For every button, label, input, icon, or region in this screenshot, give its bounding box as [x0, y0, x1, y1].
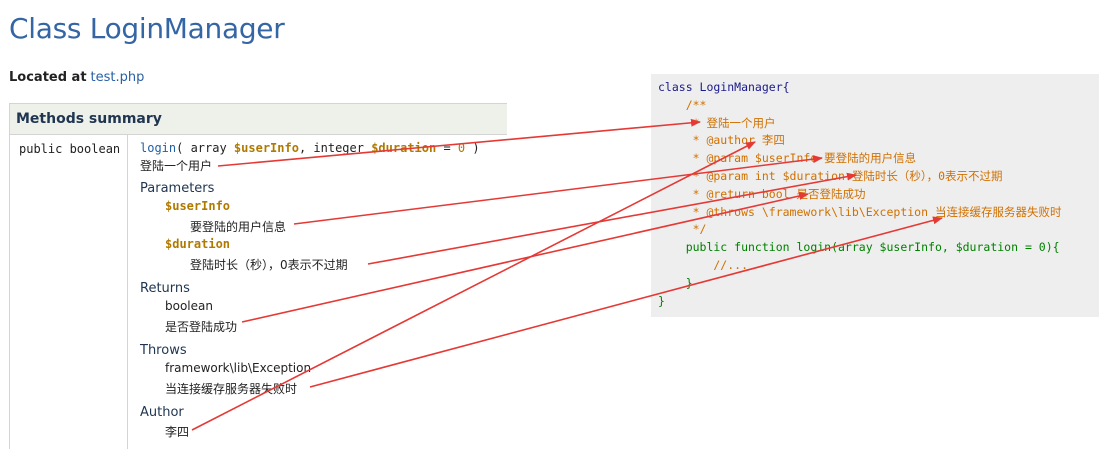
- methods-summary-table: Methods summary public boolean login( ar…: [9, 103, 507, 449]
- param-desc: 登陆时长（秒），0表示不过期: [190, 258, 348, 272]
- method-signature: login( array $userInfo, integer $duratio…: [140, 141, 507, 159]
- methods-summary-header: Methods summary: [10, 103, 507, 135]
- param-name: $userInfo: [165, 199, 231, 213]
- code-line: * @throws \framework\lib\Exception 当连接缓存…: [658, 204, 1062, 219]
- code-line: }: [658, 293, 665, 308]
- throws-type: framework\lib\Exception: [165, 361, 312, 375]
- sig-part: , integer: [298, 141, 372, 155]
- code-line: }: [658, 275, 693, 290]
- code-line: * @param $userInfo 要登陆的用户信息: [658, 151, 917, 166]
- throws-desc: 当连接缓存服务器失败时: [165, 382, 298, 396]
- method-description: 登陆一个用户: [140, 159, 213, 173]
- method-modifier: public boolean: [10, 134, 128, 449]
- code-line: * 登陆一个用户: [658, 115, 776, 130]
- code-line: class LoginManager{: [658, 80, 790, 94]
- code-line: */: [658, 222, 707, 237]
- sig-part: ): [465, 141, 480, 155]
- code-line: /**: [658, 97, 707, 112]
- code-line: public function login(array $userInfo, $…: [658, 240, 1060, 255]
- code-line: * @author 李四: [658, 133, 785, 148]
- returns-type: boolean: [165, 299, 213, 313]
- returns-desc: 是否登陆成功: [165, 320, 238, 334]
- code-line: //...: [658, 257, 749, 272]
- method-name-link[interactable]: login: [140, 141, 177, 155]
- param-name: $duration: [165, 237, 231, 251]
- author-name: 李四: [165, 425, 190, 439]
- method-details: login( array $userInfo, integer $duratio…: [140, 141, 507, 442]
- author-label: Author: [140, 405, 184, 420]
- source-file-link[interactable]: test.php: [90, 70, 145, 85]
- code-line: * @param int $duration 登陆时长（秒），0表示不过期: [658, 168, 1003, 183]
- located-label: Located at: [9, 70, 87, 85]
- sig-param-userinfo: $userInfo: [233, 141, 299, 155]
- throws-label: Throws: [140, 343, 187, 358]
- param-desc: 要登陆的用户信息: [190, 220, 287, 234]
- returns-label: Returns: [140, 281, 190, 296]
- source-code-block: class LoginManager{ /** * 登陆一个用户 * @auth…: [651, 74, 1099, 317]
- sig-part: =: [436, 141, 458, 155]
- parameters-label: Parameters: [140, 181, 215, 196]
- sig-param-duration: $duration: [371, 141, 437, 155]
- sig-part: ( array: [176, 141, 234, 155]
- page-title: Class LoginManager: [9, 12, 285, 45]
- code-line: * @return bool 是否登陆成功: [658, 186, 866, 201]
